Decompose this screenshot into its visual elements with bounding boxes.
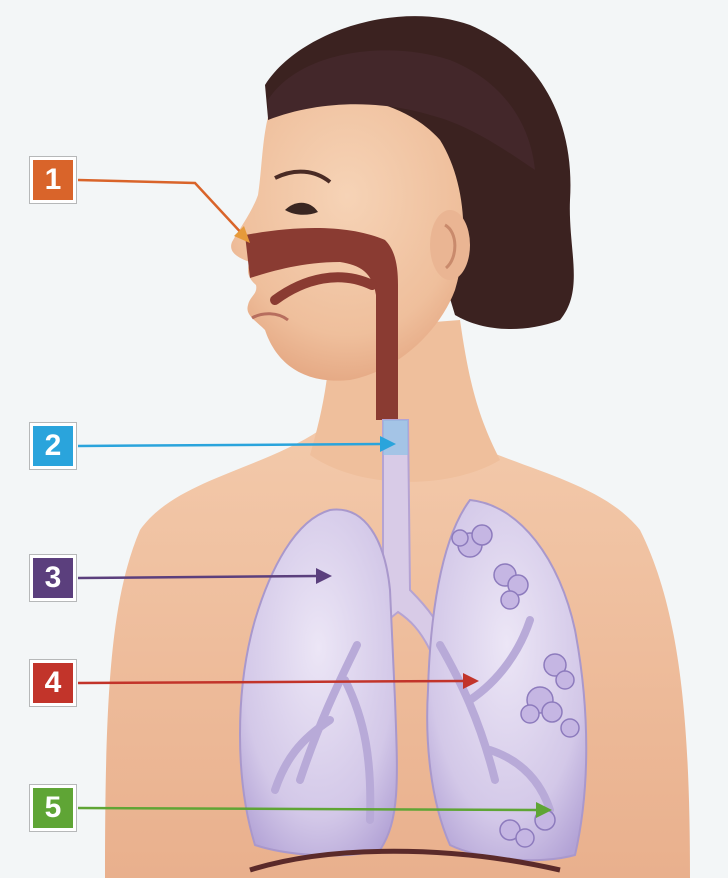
ear [430, 210, 470, 280]
label-badge-3: 3 [30, 555, 76, 601]
label-badge-4: 4 [30, 660, 76, 706]
label-badge-5: 5 [30, 785, 76, 831]
label-badge-2: 2 [30, 423, 76, 469]
label-badge-1: 1 [30, 157, 76, 203]
leader-line-1 [78, 180, 245, 237]
